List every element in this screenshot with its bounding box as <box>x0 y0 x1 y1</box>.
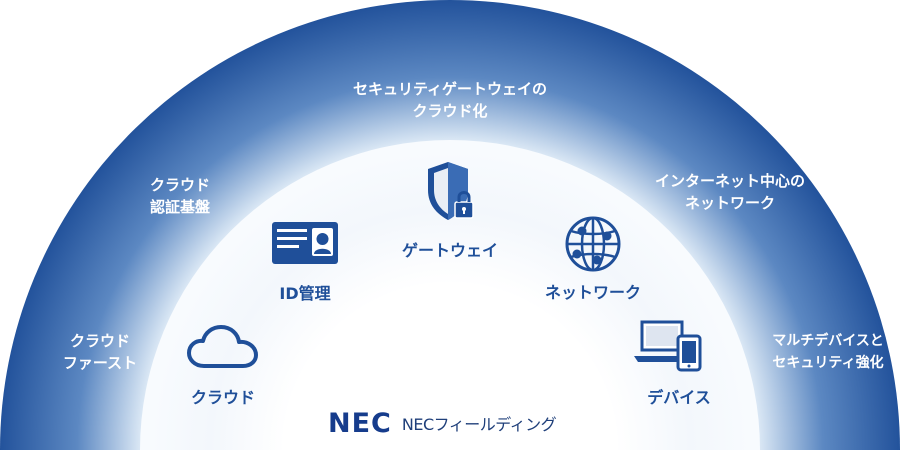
globe-network-icon <box>565 216 621 272</box>
outer-label-line: ファースト <box>62 354 138 372</box>
outer-label-gateway-cloud: セキュリティゲートウェイの クラウド化 <box>330 78 570 122</box>
inner-label-network: ネットワーク <box>544 283 641 302</box>
inner-label-device: デバイス <box>647 388 711 407</box>
inner-label-cloud: クラウド <box>190 388 255 407</box>
inner-label-id: ID管理 <box>279 284 331 303</box>
logo-company-name: NECフィールディング <box>401 415 557 434</box>
outer-label-internet: インターネット中心の ネットワーク <box>630 170 830 214</box>
center-area <box>282 282 618 450</box>
cloud-icon <box>187 325 258 368</box>
devices-icon <box>634 320 702 372</box>
outer-label-auth: クラウド 認証基盤 <box>130 174 230 218</box>
inner-label-gateway: ゲートウェイ <box>401 241 498 260</box>
outer-label-cloud-first: クラウド ファースト <box>40 330 160 374</box>
logo-mark: NEC <box>328 407 392 439</box>
shield-lock-icon <box>428 162 474 220</box>
outer-label-line: マルチデバイスと <box>772 333 884 349</box>
outer-label-line: クラウド <box>149 176 210 194</box>
outer-label-line: ネットワーク <box>684 194 775 212</box>
outer-label-multi-device: マルチデバイスと セキュリティ強化 <box>758 330 898 374</box>
id-card-icon <box>272 222 338 264</box>
outer-label-line: クラウド化 <box>412 102 488 120</box>
outer-label-line: インターネット中心の <box>654 172 805 190</box>
outer-label-line: セキュリティ強化 <box>772 355 884 371</box>
outer-label-line: 認証基盤 <box>149 198 210 216</box>
company-logo: NEC NECフィールディング <box>328 407 557 439</box>
outer-label-line: クラウド <box>69 332 130 350</box>
outer-label-line: セキュリティゲートウェイの <box>352 80 548 98</box>
